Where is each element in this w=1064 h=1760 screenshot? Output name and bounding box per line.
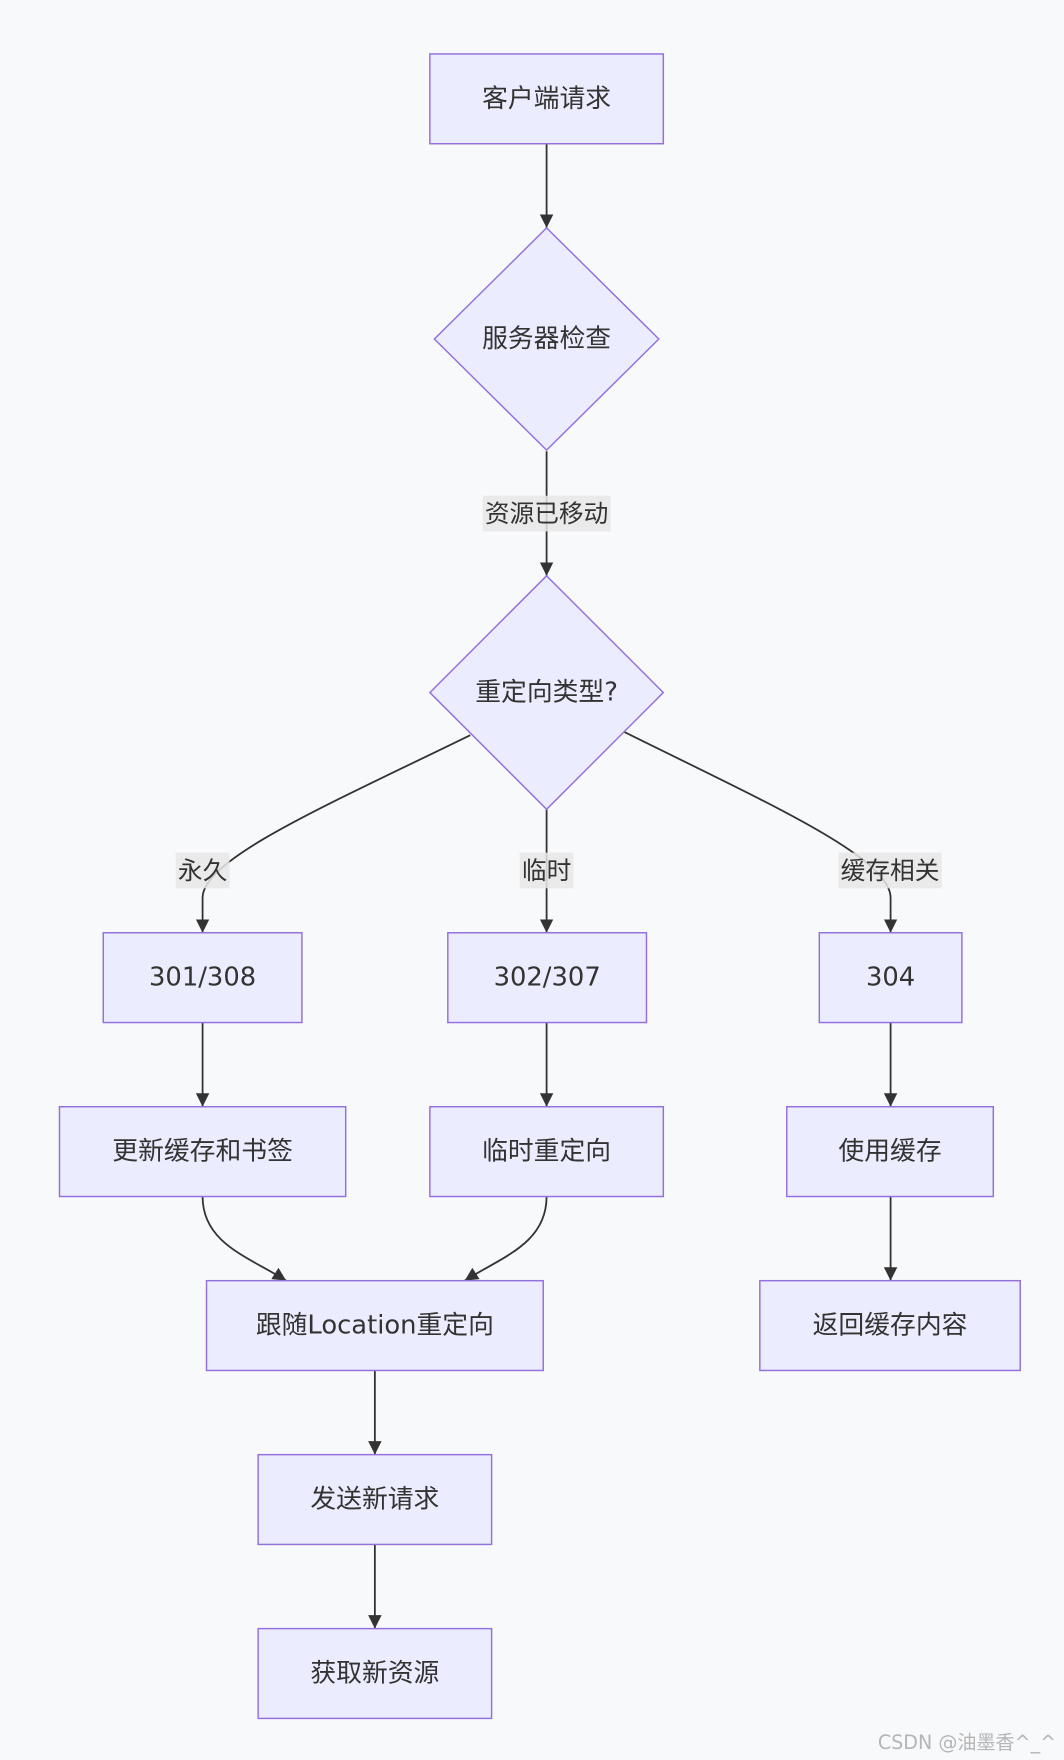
- node-follow-location-redirect: 跟随Location重定向: [205, 1279, 544, 1372]
- edge-labels: 资源已移动 永久 临时 缓存相关: [175, 495, 942, 889]
- node-use-cache: 使用缓存: [786, 1105, 995, 1198]
- edge-label-temporary: 临时: [519, 852, 574, 889]
- node-box: [429, 53, 665, 145]
- node-box: [257, 1453, 493, 1546]
- node-return-cached-content: 返回缓存内容: [759, 1279, 1021, 1372]
- edge-label-text: 缓存相关: [841, 856, 940, 885]
- node-label: 重定向类型?: [475, 678, 618, 708]
- node-box: [257, 1627, 493, 1720]
- nodes: 客户端请求 服务器检查 重定向类型? 301/308 302/307 304 更…: [58, 53, 1021, 1720]
- node-temporary-redirect: 临时重定向: [429, 1105, 665, 1198]
- node-update-cache-and-bookmarks: 更新缓存和书签: [58, 1105, 347, 1198]
- edge-label-text: 永久: [178, 856, 227, 885]
- edge-label-background: [482, 495, 611, 532]
- node-box: [429, 1105, 665, 1198]
- node-code-301-308: 301/308: [102, 932, 303, 1024]
- node-box: [58, 1105, 347, 1198]
- node-box: [759, 1279, 1021, 1372]
- edge-label-permanent: 永久: [175, 852, 230, 889]
- node-label: 302/307: [494, 963, 601, 993]
- edge-label-background: [175, 852, 230, 889]
- edge-label-background: [519, 852, 574, 889]
- edge-temporary-redirect-to-follow-location: [464, 1196, 548, 1282]
- node-code-302-307: 302/307: [447, 932, 648, 1024]
- node-label: 获取新资源: [310, 1659, 439, 1689]
- edge-label-text: 临时: [522, 856, 571, 885]
- node-box: [447, 932, 648, 1024]
- node-send-new-request: 发送新请求: [257, 1453, 493, 1546]
- decision-diamond: [428, 574, 665, 811]
- node-label: 服务器检查: [482, 324, 611, 354]
- node-label: 返回缓存内容: [813, 1311, 968, 1341]
- node-box: [786, 1105, 995, 1198]
- node-label: 发送新请求: [310, 1485, 439, 1515]
- edge-label-background: [838, 852, 942, 889]
- node-label: 304: [866, 963, 915, 993]
- edge-label-resource-moved: 资源已移动: [482, 495, 611, 532]
- node-fetch-new-resource: 获取新资源: [257, 1627, 493, 1720]
- node-label: 更新缓存和书签: [112, 1137, 293, 1167]
- node-redirect-type: 重定向类型?: [428, 574, 665, 811]
- node-box: [818, 932, 963, 1024]
- node-server-check: 服务器检查: [433, 226, 660, 452]
- node-box: [102, 932, 303, 1024]
- edge-label-text: 资源已移动: [485, 499, 608, 528]
- node-box: [205, 1279, 544, 1372]
- decision-diamond: [433, 226, 660, 452]
- node-label: 301/308: [149, 963, 256, 993]
- edge-label-cache-related: 缓存相关: [838, 852, 942, 889]
- node-code-304: 304: [818, 932, 963, 1024]
- node-label: 使用缓存: [838, 1137, 941, 1167]
- node-label: 跟随Location重定向: [256, 1311, 494, 1341]
- watermark: CSDN @油墨香^_^: [878, 1732, 1056, 1754]
- node-label: 客户端请求: [482, 84, 611, 114]
- node-client-request: 客户端请求: [429, 53, 665, 145]
- node-label: 临时重定向: [482, 1137, 611, 1167]
- edge-update-cache-to-follow-location: [201, 1196, 287, 1282]
